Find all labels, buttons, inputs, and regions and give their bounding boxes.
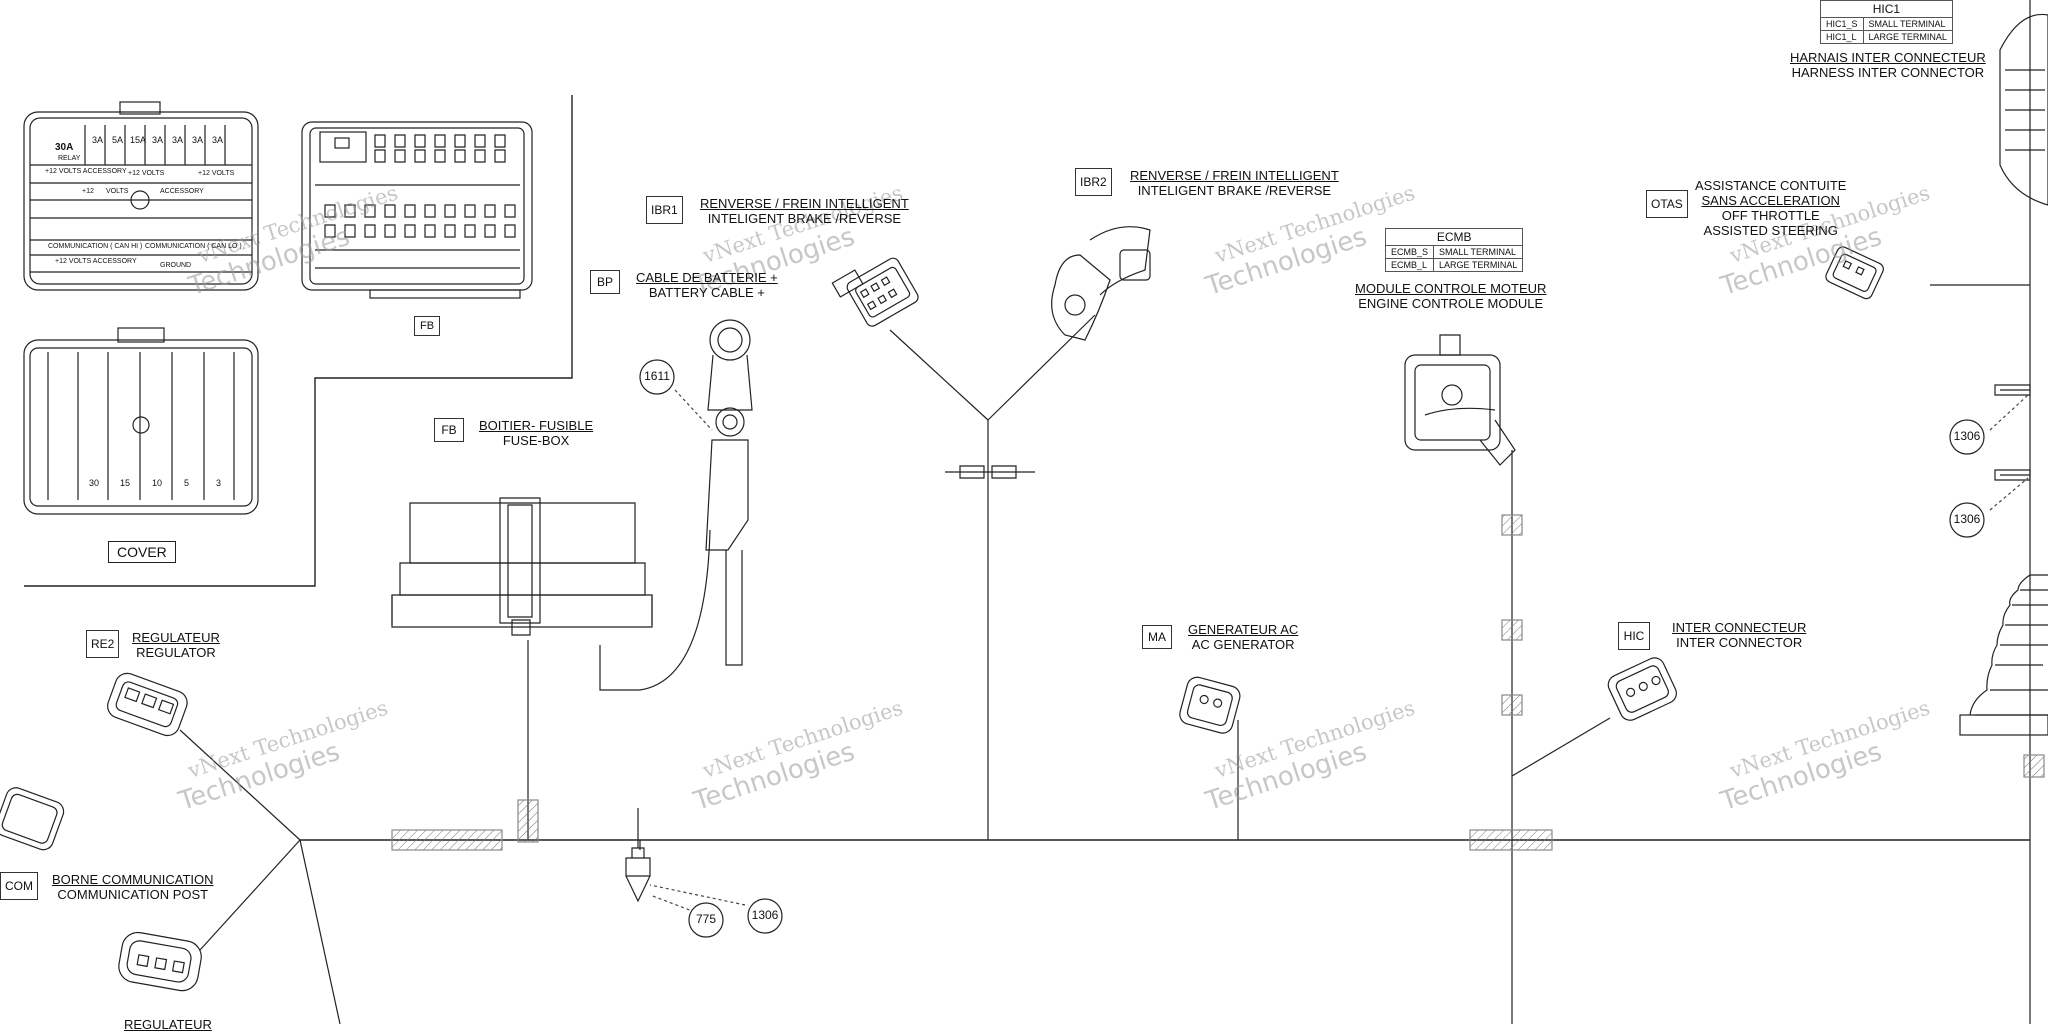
fuse-row-label: +12 VOLTS ACCESSORY (45, 168, 127, 175)
bellows-boot (1959, 574, 2048, 736)
callout-1611: 1611 (644, 369, 670, 383)
callout-leaders (649, 389, 2029, 913)
fuse-value: 15A (130, 135, 147, 145)
fuse-row-label: +12 VOLTS (128, 170, 165, 177)
otas-code: OTAS (1646, 190, 1688, 218)
ecm-module (1404, 334, 1516, 466)
ground-bolt (625, 808, 651, 903)
fuse-box-3d (391, 497, 653, 636)
fuse-value: 5A (112, 135, 124, 145)
fuse-value: 3A (152, 135, 164, 145)
re2-connector (107, 672, 188, 737)
callout-1306: 1306 (1953, 512, 1981, 526)
com-connector (0, 787, 65, 851)
hic1-connector (1999, 13, 2048, 206)
fuse-box-top-view (23, 101, 259, 291)
com-code: COM (0, 872, 38, 900)
ibr2-connector (1051, 226, 1151, 341)
fuse-relay: RELAY (58, 155, 81, 162)
regulator-connector-lower (118, 931, 202, 992)
ibr2-code: IBR2 (1075, 168, 1112, 196)
fb-code: FB (434, 418, 464, 442)
ma-connector (1179, 676, 1241, 734)
otas-label: ASSISTANCE CONTUITE SANS ACCELERATION OF… (1695, 178, 1847, 238)
fuse-row-label: ACCESSORY (160, 188, 204, 195)
fuse-30a: 30A (55, 142, 74, 153)
bp-code: BP (590, 270, 620, 294)
bp-label: CABLE DE BATTERIE +BATTERY CABLE + (636, 270, 778, 300)
ibr1-connector (831, 257, 919, 327)
fuse-row-label: VOLTS (106, 188, 129, 195)
fuse-bottom-label: GROUND (160, 262, 192, 269)
fuse-bottom-label: +12 VOLTS ACCESSORY (55, 258, 137, 265)
fuse-row-label: +12 (82, 188, 94, 195)
otas-connector (1825, 246, 1884, 300)
cover-fuse-label: 30 (89, 478, 100, 488)
fuse-row-label: +12 VOLTS (198, 170, 235, 177)
inline-splice (945, 465, 1035, 479)
cover-fuse-label: 10 (152, 478, 163, 488)
cover-fuse-label: 15 (120, 478, 131, 488)
cover-fuse-label: 5 (184, 478, 190, 488)
fuse-value: 3A (212, 135, 224, 145)
hic-code: HIC (1618, 622, 1650, 650)
fuse-box-connector-view (301, 121, 533, 299)
callout-circles (639, 359, 1985, 938)
cover-caption: COVER (108, 541, 176, 563)
cover-fuse-label: 3 (216, 478, 222, 488)
callout-1306: 1306 (1953, 429, 1981, 443)
inset-frame (24, 95, 573, 587)
ma-code: MA (1142, 625, 1172, 649)
ibr1-code: IBR1 (646, 196, 683, 224)
callout-1306: 1306 (751, 908, 779, 922)
fuse-bottom-label: COMMUNICATION ( CAN HI ) (48, 243, 143, 250)
regulator-bottom-label: REGULATEUR (124, 1017, 212, 1032)
fuse-value: 3A (192, 135, 204, 145)
fuse-value: 3A (172, 135, 184, 145)
fuse-value: 3A (92, 135, 104, 145)
fuse-box-cover (23, 327, 259, 515)
callout-775: 775 (695, 912, 717, 926)
hic-connector (1607, 657, 1677, 721)
fb-caption: FB (414, 316, 441, 336)
fuse-bottom-label: COMMUNICATION ( CAN LO ) (145, 243, 242, 250)
battery-cable (599, 319, 753, 691)
re2-code: RE2 (86, 630, 120, 658)
